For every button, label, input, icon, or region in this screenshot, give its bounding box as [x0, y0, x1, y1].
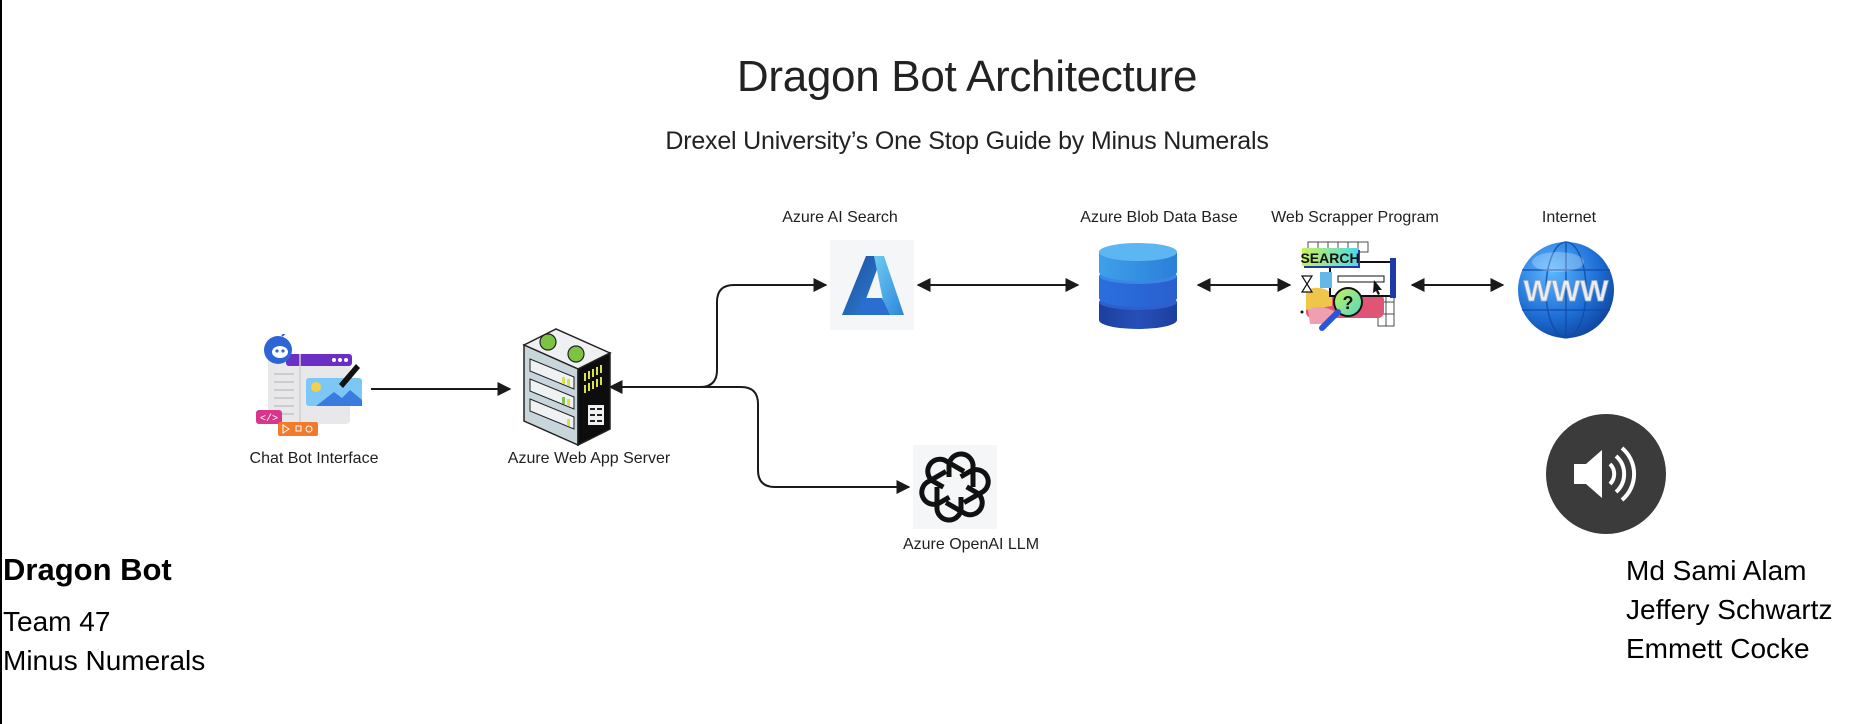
database-icon [1099, 243, 1177, 329]
node-label-ai-search: Azure AI Search [782, 209, 898, 226]
edge-webapp-to-ai-search [699, 278, 828, 388]
node-web-scrapper-program[interactable]: SEARCH ? [1298, 240, 1402, 332]
web-search-icon: SEARCH ? [1300, 241, 1396, 331]
node-label-openai: Azure OpenAI LLM [902, 536, 1040, 553]
node-label-chat-bot: Chat Bot Interface [249, 450, 379, 467]
node-internet[interactable]: WWW [1516, 240, 1616, 340]
search-badge-text: SEARCH [1300, 250, 1359, 266]
node-label-internet: Internet [1541, 209, 1597, 226]
node-label-web-app: Azure Web App Server [507, 450, 671, 467]
edge-webapp-to-openai [710, 386, 911, 494]
node-azure-blob-database[interactable] [1098, 242, 1178, 330]
svg-text:?: ? [1343, 293, 1354, 313]
project-name: Dragon Bot [3, 552, 172, 587]
node-label-scrapper: Web Scrapper Program [1271, 209, 1439, 226]
node-azure-openai-llm[interactable] [913, 445, 997, 529]
openai-logo-icon [913, 451, 997, 529]
node-azure-web-app-server[interactable] [520, 325, 612, 447]
chatbot-interface-icon: </> [256, 331, 362, 436]
team-member: Md Sami Alam [1626, 555, 1807, 586]
speaker-icon [1574, 446, 1637, 502]
node-label-blob-db: Azure Blob Data Base [1080, 209, 1238, 226]
page-title: Dragon Bot Architecture [736, 52, 1198, 101]
server-icon [522, 328, 612, 447]
team-member: Jeffery Schwartz [1626, 594, 1833, 625]
svg-text:</>: </> [260, 413, 278, 425]
globe-www-text: WWW [1524, 275, 1610, 308]
audio-button[interactable] [1546, 414, 1666, 534]
slide-left-border [0, 0, 2, 724]
team-number: Team 47 [3, 606, 111, 637]
node-azure-ai-search[interactable] [830, 240, 914, 330]
team-name: Minus Numerals [3, 645, 206, 676]
globe-icon: WWW [1518, 241, 1614, 339]
team-member: Emmett Cocke [1626, 633, 1810, 664]
page-subtitle: Drexel University’s One Stop Guide by Mi… [665, 127, 1269, 155]
node-chat-bot-interface[interactable]: </> [256, 331, 368, 440]
azure-logo-icon [842, 256, 904, 315]
